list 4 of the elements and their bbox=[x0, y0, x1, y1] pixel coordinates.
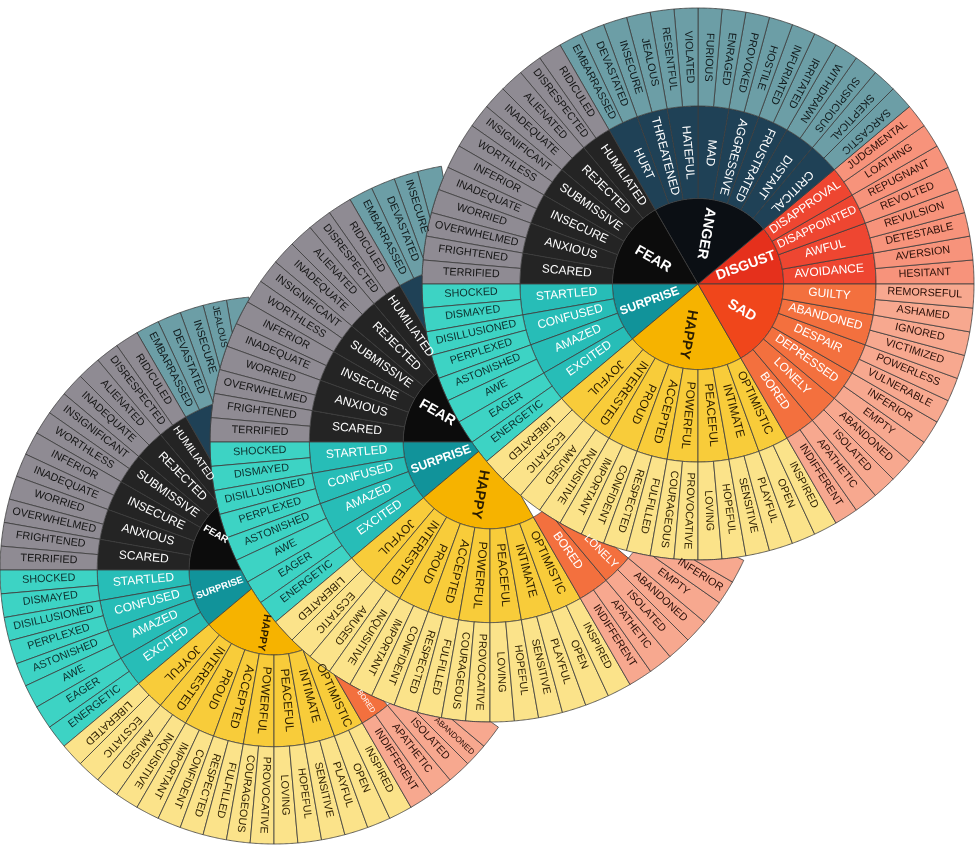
wheel-segment bbox=[226, 296, 250, 334]
wheel-segment bbox=[421, 259, 522, 285]
wheel-segment bbox=[0, 545, 99, 571]
wheel-segment bbox=[874, 283, 975, 309]
